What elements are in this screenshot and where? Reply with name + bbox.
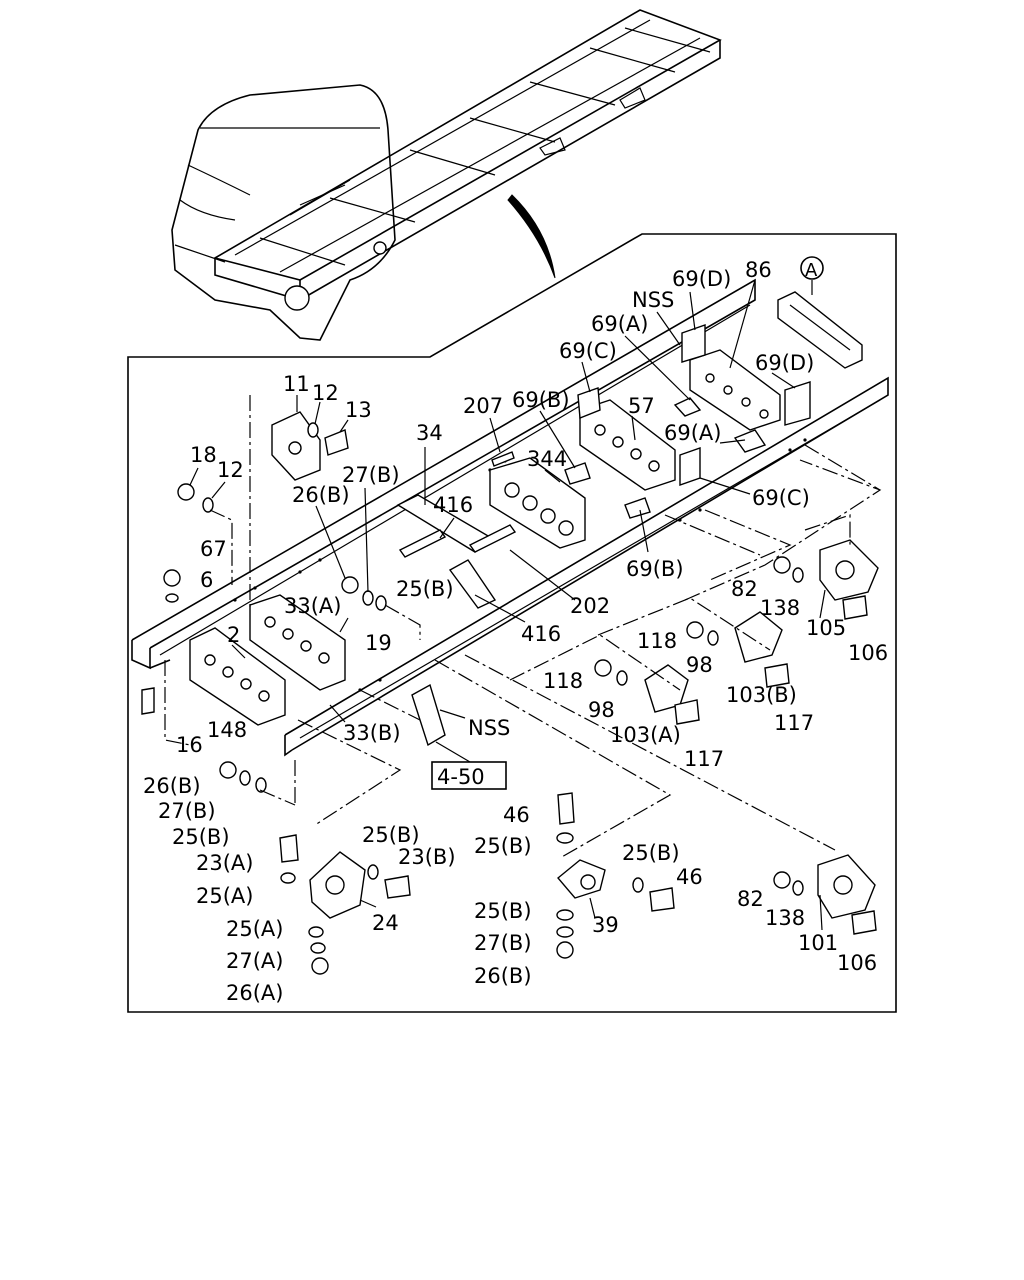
callout-label: 98 <box>588 698 615 722</box>
callout-label: 26(B) <box>143 774 201 798</box>
callout-label: 148 <box>207 718 247 742</box>
callout-label: 103(B) <box>726 683 797 707</box>
callout-label: 138 <box>760 596 800 620</box>
callout-label: 118 <box>637 629 677 653</box>
callout-label: 25(A) <box>226 917 283 941</box>
callout-label: 207 <box>463 394 503 418</box>
callout-label: 25(B) <box>396 577 454 601</box>
frame-rail <box>131 278 889 757</box>
callout-label: 416 <box>521 622 561 646</box>
callout-label: 69(B) <box>512 388 570 412</box>
callout-label: 86 <box>745 258 772 282</box>
callout-label: 101 <box>798 931 838 955</box>
callout-label: 69(D) <box>755 351 814 375</box>
callout-label: 24 <box>372 911 399 935</box>
callout-label: 117 <box>684 747 724 771</box>
detail-marker-letter: A <box>805 260 818 281</box>
detail-frame <box>127 233 897 1013</box>
callout-label: 69(C) <box>752 486 810 510</box>
callout-label: 118 <box>543 669 583 693</box>
callout-label: 82 <box>737 887 764 911</box>
leader-lines <box>164 395 882 859</box>
callout-label: 69(D) <box>672 267 731 291</box>
callout-label: 12 <box>312 381 339 405</box>
callout-leaders <box>189 279 826 931</box>
callout-label: 57 <box>628 394 655 418</box>
callout-label: 27(A) <box>226 949 283 973</box>
callout-label: 34 <box>416 421 443 445</box>
callout-label: 105 <box>806 616 846 640</box>
callout-label: 67 <box>200 537 227 561</box>
callout-label: 26(B) <box>474 964 532 988</box>
callout-label: 2 <box>227 623 240 647</box>
callout-label: 33(B) <box>343 721 401 745</box>
callout-label: 69(B) <box>626 557 684 581</box>
callout-label: 103(A) <box>610 723 681 747</box>
callout-label: 46 <box>676 865 703 889</box>
callout-label: 12 <box>217 458 244 482</box>
callout-label: 69(C) <box>559 339 617 363</box>
callout-label: 27(B) <box>474 931 532 955</box>
spring-brackets <box>271 411 879 919</box>
callout-label: 25(B) <box>474 899 532 923</box>
callout-label: 106 <box>837 951 877 975</box>
callout-label: 33(A) <box>284 594 341 618</box>
callout-label: 26(A) <box>226 981 283 1005</box>
callout-label: 344 <box>527 447 567 471</box>
callout-label: 27(B) <box>158 799 216 823</box>
callout-label: 69(A) <box>664 421 721 445</box>
callout-label: 25(B) <box>362 823 420 847</box>
callout-label: 25(B) <box>172 825 230 849</box>
callout-label: 69(A) <box>591 312 648 336</box>
callout-label: 25(B) <box>474 834 532 858</box>
callout-label: 19 <box>365 631 392 655</box>
callout-label: 11 <box>283 372 310 396</box>
truck-overview-illustration <box>171 9 722 341</box>
callout-label: 27(B) <box>342 463 400 487</box>
callout-label: 18 <box>190 443 217 467</box>
callout-label: 98 <box>686 653 713 677</box>
callout-label: 25(A) <box>196 884 253 908</box>
callout-label: 39 <box>592 913 619 937</box>
callout-label: 25(B) <box>622 841 680 865</box>
cross-members <box>189 291 863 747</box>
callout-label: 138 <box>765 906 805 930</box>
callout-label: 117 <box>774 711 814 735</box>
callout-label: 46 <box>503 803 530 827</box>
callout-label: 23(B) <box>398 845 456 869</box>
reference-box-text: 4-50 <box>437 765 485 789</box>
callout-label: 23(A) <box>196 851 253 875</box>
callout-label: 16 <box>176 733 203 757</box>
callout-label: NSS <box>468 716 510 740</box>
callout-label: 6 <box>200 568 213 592</box>
callout-label: 13 <box>345 398 372 422</box>
fasteners <box>141 422 877 975</box>
callout-label: 106 <box>848 641 888 665</box>
detail-marker-circle <box>800 256 824 280</box>
callout-label: 202 <box>570 594 610 618</box>
callout-labels: 11 12 13 18 12 67 6 16 148 2 33(A) 19 33… <box>143 258 888 1005</box>
callout-label: 416 <box>433 493 473 517</box>
callout-label: NSS <box>632 288 674 312</box>
callout-label: 26(B) <box>292 483 350 507</box>
callout-label: 82 <box>731 577 758 601</box>
